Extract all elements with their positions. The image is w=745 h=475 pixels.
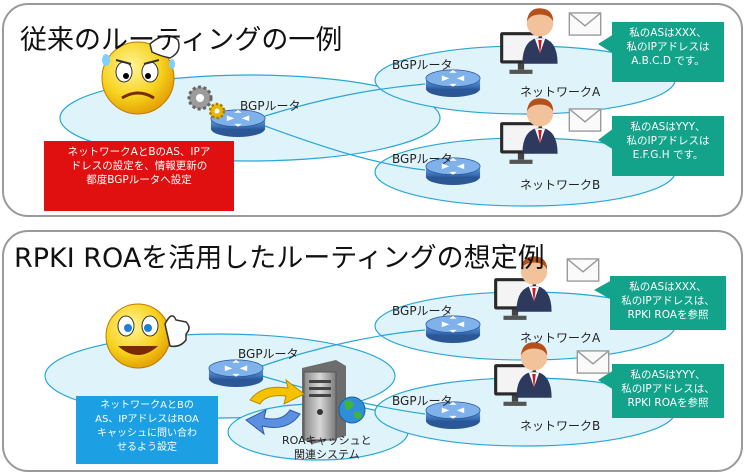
envelope-icon — [576, 350, 610, 374]
network-label: ネットワークB — [520, 178, 601, 192]
envelope-icon — [568, 12, 602, 36]
note-line: ネットワークAとBの — [100, 400, 194, 411]
router-label: BGPルータ — [392, 58, 453, 72]
note-line: AS、IPアドレスはROA — [95, 414, 199, 425]
cache-label-line: ROAキャッシュと — [282, 434, 372, 447]
envelope-icon — [568, 108, 602, 132]
router-icon — [208, 359, 264, 388]
note-line: 都度BGPルータへ設定 — [86, 174, 192, 186]
envelope-icon — [566, 258, 600, 282]
note-line: キャッシュに問い合わ — [97, 428, 197, 439]
message-line: RPKI ROAを参照 — [627, 309, 709, 321]
message-pointer — [594, 280, 612, 300]
message-line: 私のIPアドレスは — [626, 135, 710, 147]
gear-icon — [187, 85, 226, 120]
globe-icon — [338, 396, 366, 424]
message-line: 私のASはYYY、 — [630, 121, 706, 133]
note-blue: ネットワークAとBの AS、IPアドレスはROA キャッシュに問い合わ せるよう… — [76, 396, 218, 464]
message-pointer — [598, 34, 614, 54]
message-pointer — [598, 370, 614, 390]
message-line: 私のASはXXX、 — [629, 281, 707, 293]
panel-title: 従来のルーティングの一例 — [20, 25, 343, 56]
smiling-face-icon — [105, 303, 190, 369]
link-line — [264, 83, 426, 117]
cache-label: ROAキャッシュと 関連システム — [282, 434, 372, 462]
note-line: せるよう設定 — [117, 442, 177, 453]
message-line: E.F.G.H です。 — [632, 149, 704, 161]
message-line: 私のASはYYY、 — [630, 369, 706, 381]
link-line — [264, 125, 426, 171]
message-box-b: 私のASはYYY、 私のIPアドレスは E.F.G.H です。 — [612, 116, 724, 176]
sync-arrow-icon — [245, 378, 305, 436]
message-line: RPKI ROAを参照 — [627, 397, 709, 409]
link-line — [261, 329, 426, 367]
message-line: 私のIPアドレスは、 — [621, 295, 715, 307]
network-label: ネットワークA — [520, 331, 601, 345]
network-label: ネットワークA — [520, 85, 601, 99]
router-label: BGPルータ — [240, 99, 301, 113]
note-line: ドレスの設定を、情報更新の — [70, 160, 208, 172]
message-line: 私のIPアドレスは、 — [621, 383, 715, 395]
panel-title: RPKI ROAを活用したルーティングの想定例 — [14, 243, 545, 274]
router-label: BGPルータ — [392, 394, 453, 408]
note-red: ネットワークAとBのAS、IPア ドレスの設定を、情報更新の 都度BGPルータへ… — [44, 141, 234, 211]
server-icon — [302, 360, 346, 444]
message-line: 私のIPアドレスは — [626, 41, 710, 53]
message-line: 私のASはXXX、 — [629, 27, 707, 39]
message-box-a: 私のASはXXX、 私のIPアドレスは、 RPKI ROAを参照 — [610, 276, 726, 330]
worried-face-icon — [101, 35, 180, 115]
message-box-a: 私のASはXXX、 私のIPアドレスは A.B.C.D です。 — [612, 22, 724, 82]
router-icon — [425, 69, 481, 98]
router-icon — [425, 315, 481, 344]
message-pointer — [598, 128, 614, 150]
network-label: ネットワークB — [520, 419, 601, 433]
router-label: BGPルータ — [238, 347, 299, 361]
cache-label-line: 関連システム — [293, 448, 360, 461]
router-label: BGPルータ — [392, 152, 453, 166]
message-line: A.B.C.D です。 — [631, 55, 705, 67]
message-box-b: 私のASはYYY、 私のIPアドレスは、 RPKI ROAを参照 — [612, 364, 724, 418]
router-label: BGPルータ — [392, 304, 453, 318]
note-line: ネットワークAとBのAS、IPア — [67, 146, 211, 158]
